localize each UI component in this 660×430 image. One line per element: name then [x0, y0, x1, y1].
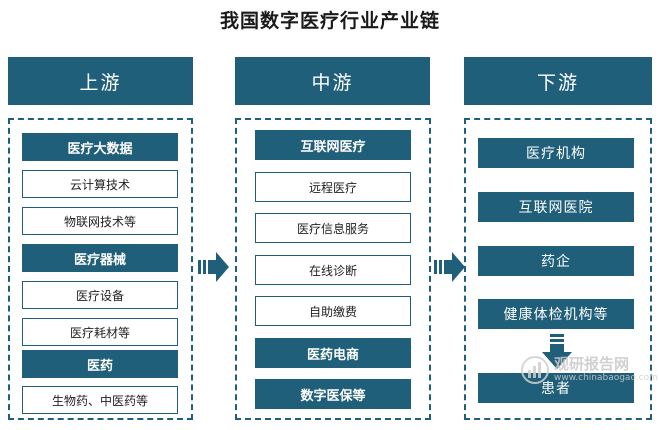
downstream-header: 下游 [464, 57, 652, 105]
midstream-item-internet-medical: 互联网医疗 [255, 130, 411, 160]
watermark: 观研报告网 www.chinabaogao.com [520, 352, 660, 388]
upstream-item-equipment: 医疗设备 [22, 281, 178, 309]
midstream-item-telemedicine: 远程医疗 [255, 172, 411, 202]
upstream-item-big-data: 医疗大数据 [22, 133, 178, 161]
arrow-right-icon [198, 252, 229, 282]
downstream-item-internet-hospital: 互联网医院 [478, 192, 634, 222]
upstream-item-biopharma: 生物药、中医药等 [22, 386, 178, 414]
watermark-en: www.chinabaogao.com [554, 373, 658, 383]
upstream-item-consumables: 医疗耗材等 [22, 318, 178, 346]
midstream-header: 中游 [235, 57, 430, 105]
midstream-item-online-diagnosis: 在线诊断 [255, 255, 411, 285]
arrow-right-icon [434, 252, 465, 282]
watermark-cn: 观研报告网 [554, 355, 630, 373]
downstream-item-pharma-companies: 药企 [478, 246, 634, 276]
diagram-title: 我国数字医疗行业产业链 [219, 10, 440, 32]
upstream-header: 上游 [8, 57, 193, 105]
downstream-item-institutions: 医疗机构 [478, 138, 634, 168]
midstream-item-info-service: 医疗信息服务 [255, 213, 411, 243]
downstream-item-patients: 患者 [478, 373, 634, 403]
upstream-container [8, 118, 193, 420]
midstream-item-digital-insurance: 数字医保等 [255, 379, 411, 409]
downstream-container [464, 118, 652, 420]
chart-logo-icon [521, 356, 549, 384]
upstream-item-pharma: 医药 [22, 350, 178, 378]
midstream-item-ecommerce: 医药电商 [255, 338, 411, 368]
upstream-item-cloud: 云计算技术 [22, 170, 178, 198]
downstream-item-health-check: 健康体检机构等 [478, 299, 634, 329]
midstream-item-self-payment: 自助缴费 [255, 296, 411, 326]
upstream-item-iot: 物联网技术等 [22, 207, 178, 235]
upstream-item-devices: 医疗器械 [22, 244, 178, 272]
midstream-container [235, 118, 431, 420]
arrow-down-icon [542, 334, 572, 369]
